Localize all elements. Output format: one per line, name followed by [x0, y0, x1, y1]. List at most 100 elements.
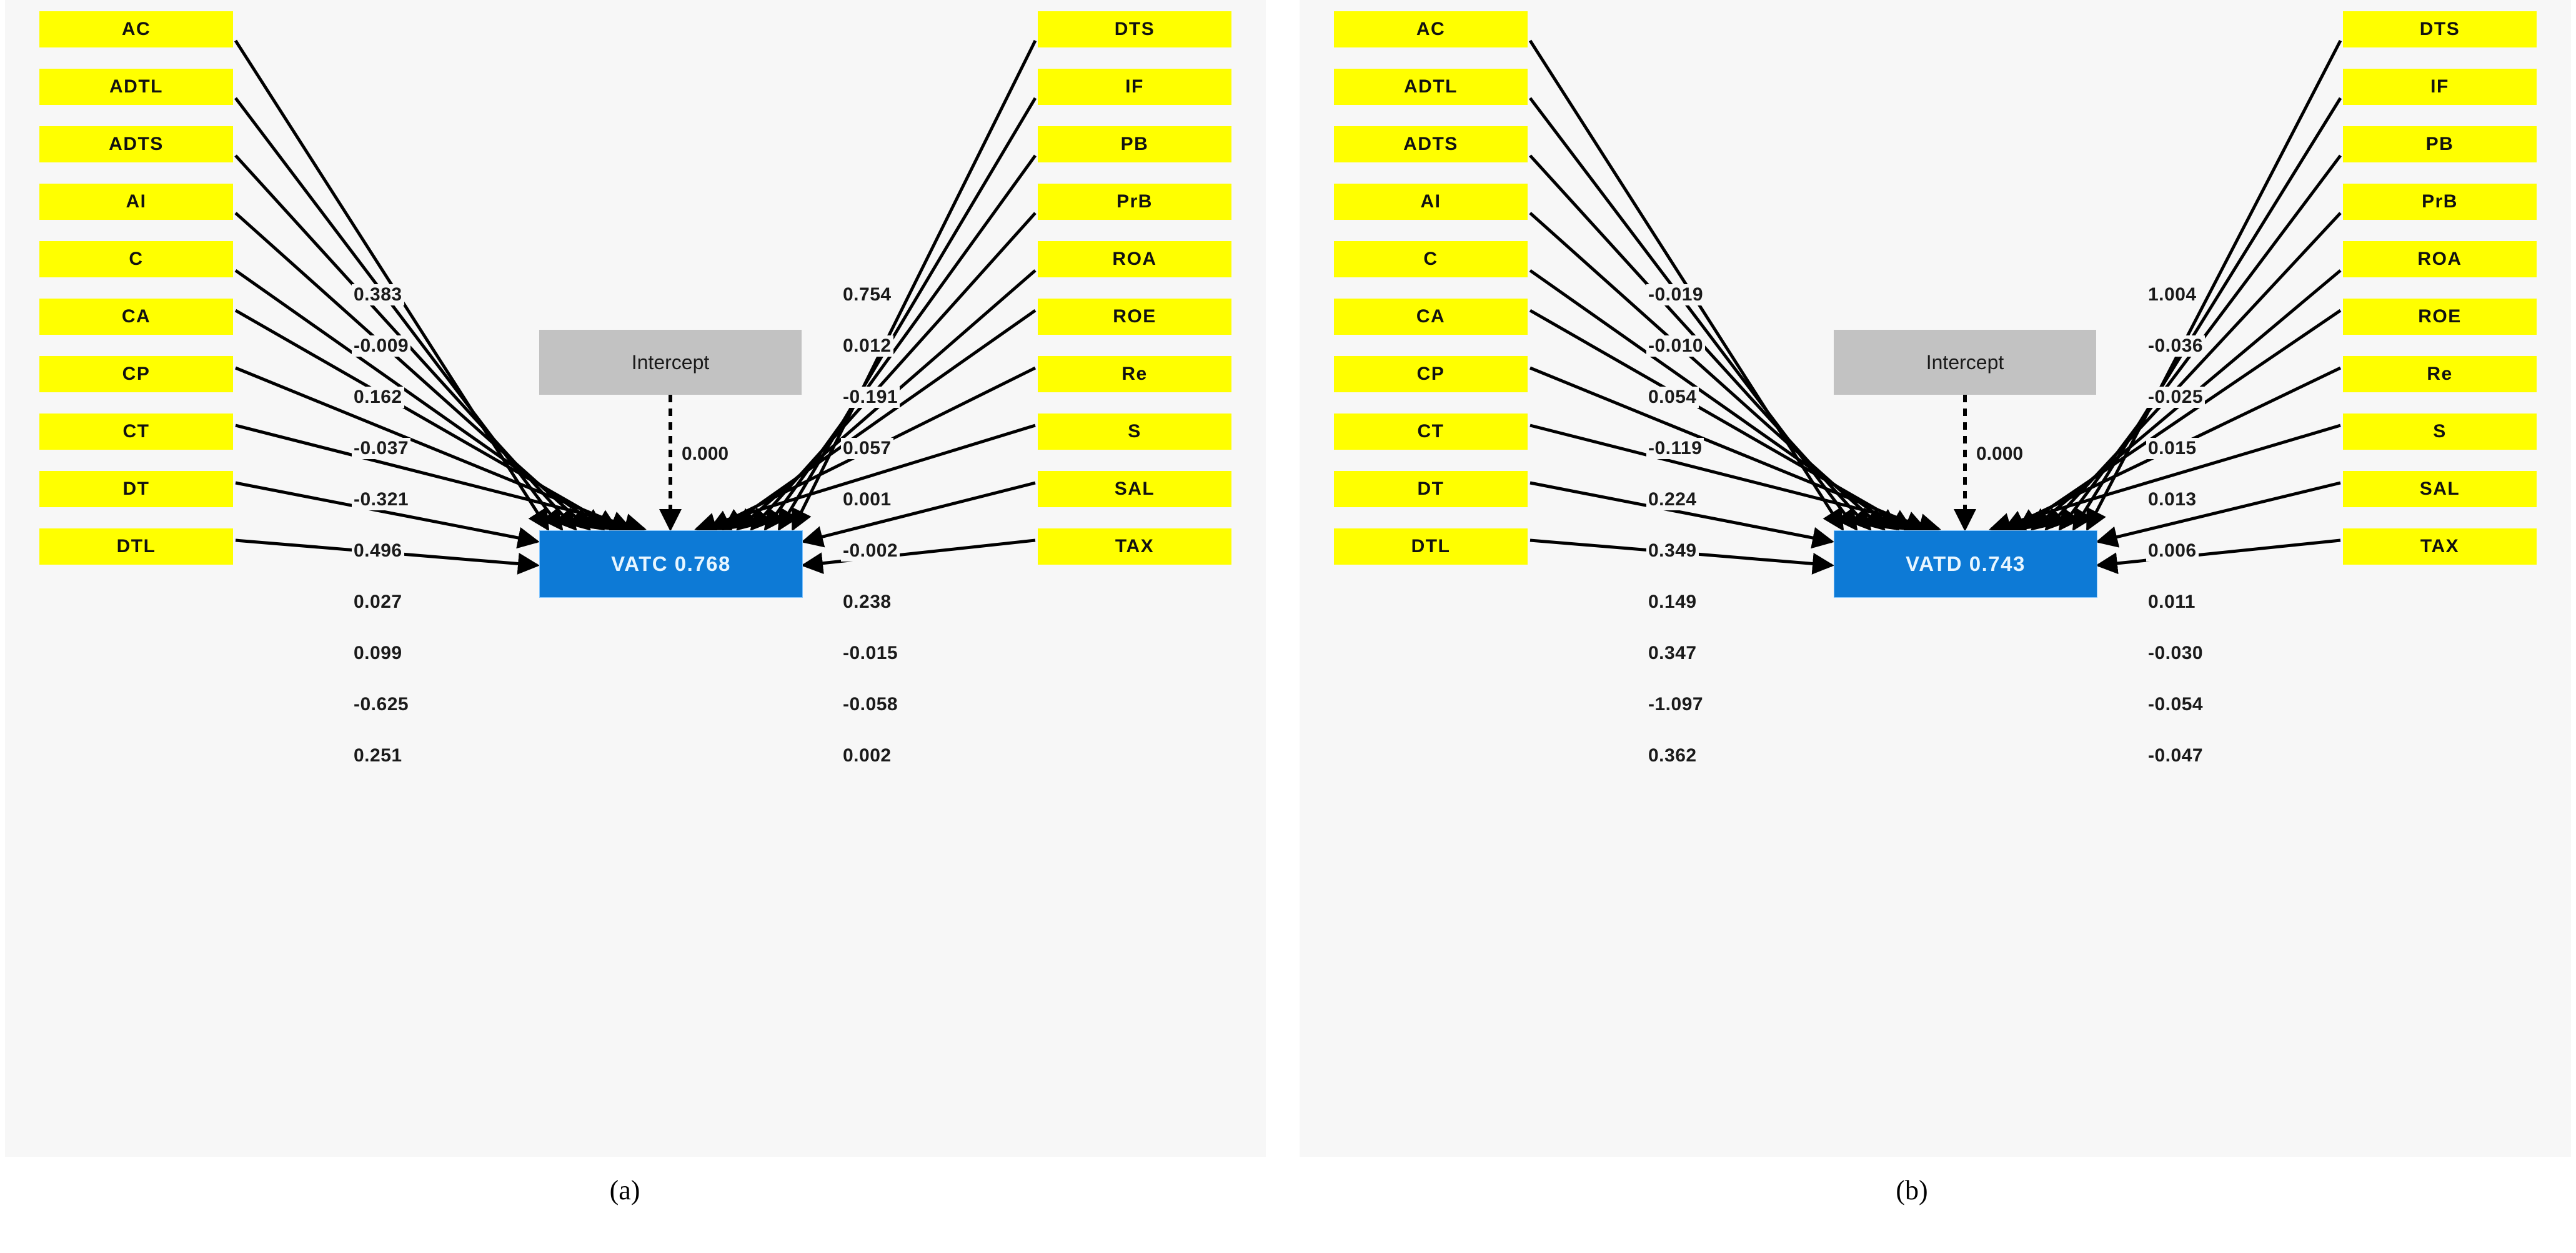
coefficient-a-dts: 0.754 — [841, 284, 893, 305]
coefficient-a-dt: -0.625 — [352, 694, 411, 715]
coefficient-b-s: -0.030 — [2146, 643, 2206, 664]
coefficient-a-re: 0.238 — [841, 592, 893, 613]
predictor-node-dt-left: DT — [1334, 471, 1528, 507]
predictor-node-label: TAX — [1115, 536, 1155, 557]
predictor-node-label: SAL — [1114, 478, 1155, 499]
coefficient-b-adts: 0.054 — [1646, 387, 1699, 408]
coefficient-a-dtl: 0.251 — [352, 745, 404, 766]
intercept-node-a: Intercept — [539, 330, 802, 395]
coefficient-a-roe: -0.002 — [841, 540, 900, 562]
predictor-node-re-right: Re — [2343, 356, 2537, 392]
predictor-node-re-right: Re — [1038, 356, 1231, 392]
predictor-node-ct-left: CT — [1334, 414, 1528, 450]
predictor-node-label: ADTL — [109, 76, 163, 97]
predictor-node-label: ROE — [2418, 306, 2462, 327]
predictor-node-ca-left: CA — [1334, 299, 1528, 335]
coefficient-a-ca: 0.496 — [352, 540, 404, 562]
predictor-node-ai-left: AI — [39, 184, 233, 220]
predictor-node-label: ADTL — [1404, 76, 1458, 97]
predictor-node-roe-right: ROE — [2343, 299, 2537, 335]
center-node-label: VATD 0.743 — [1906, 552, 2026, 575]
predictor-node-label: S — [2433, 421, 2447, 442]
predictor-node-label: ROA — [1112, 249, 1157, 269]
intercept-label: Intercept — [1926, 350, 2004, 374]
coefficient-b-ca: 0.349 — [1646, 540, 1699, 562]
coefficient-b-if: -0.036 — [2146, 335, 2206, 357]
predictor-node-label: CA — [121, 306, 151, 327]
predictor-node-c-left: C — [39, 241, 233, 277]
predictor-node-label: ADTS — [1403, 134, 1458, 154]
predictor-node-pb-right: PB — [1038, 126, 1231, 162]
predictor-node-label: IF — [2430, 76, 2449, 97]
predictor-node-label: TAX — [2420, 536, 2460, 557]
coefficient-b-cp: 0.149 — [1646, 592, 1699, 613]
predictor-node-label: CP — [1416, 364, 1445, 384]
coefficient-b-pb: -0.025 — [2146, 387, 2206, 408]
coefficient-b-prb: 0.015 — [2146, 438, 2199, 459]
predictor-node-pb-right: PB — [2343, 126, 2537, 162]
predictor-node-label: DT — [1417, 478, 1445, 499]
predictor-node-dtl-left: DTL — [39, 528, 233, 565]
coefficient-b-dtl: 0.362 — [1646, 745, 1699, 766]
predictor-node-sal-right: SAL — [1038, 471, 1231, 507]
coefficient-a-cp: 0.027 — [352, 592, 404, 613]
predictor-node-label: CT — [1417, 421, 1445, 442]
coefficient-b-roe: 0.006 — [2146, 540, 2199, 562]
predictor-node-adtl-left: ADTL — [1334, 69, 1528, 105]
predictor-node-label: ROE — [1113, 306, 1156, 327]
coefficient-a-ac: 0.383 — [352, 284, 404, 305]
intercept-coefficient-b: 0.000 — [1974, 443, 2026, 465]
predictor-node-label: PrB — [2422, 191, 2458, 212]
predictor-node-label: ROA — [2417, 249, 2462, 269]
coefficient-a-s: -0.015 — [841, 643, 900, 664]
predictor-node-label: S — [1128, 421, 1141, 442]
predictor-node-s-right: S — [1038, 414, 1231, 450]
coefficient-a-prb: 0.057 — [841, 438, 893, 459]
predictor-node-tax-right: TAX — [2343, 528, 2537, 565]
predictor-node-adtl-left: ADTL — [39, 69, 233, 105]
predictor-node-roa-right: ROA — [2343, 241, 2537, 277]
coefficient-a-adts: 0.162 — [352, 387, 404, 408]
coefficient-a-if: 0.012 — [841, 335, 893, 357]
coefficient-a-ct: 0.099 — [352, 643, 404, 664]
predictor-node-label: C — [129, 249, 144, 269]
predictor-node-label: CT — [122, 421, 150, 442]
predictor-node-roe-right: ROE — [1038, 299, 1231, 335]
predictor-node-dts-right: DTS — [1038, 11, 1231, 47]
predictor-node-label: ADTS — [109, 134, 164, 154]
predictor-node-sal-right: SAL — [2343, 471, 2537, 507]
predictor-node-ac-left: AC — [1334, 11, 1528, 47]
predictor-node-s-right: S — [2343, 414, 2537, 450]
center-node-label: VATC 0.768 — [611, 552, 731, 575]
coefficient-b-ai: -0.119 — [1646, 438, 1704, 459]
caption-a: (a) — [609, 1175, 640, 1206]
predictor-node-label: AC — [121, 19, 151, 39]
coefficient-a-pb: -0.191 — [841, 387, 900, 408]
predictor-node-label: DTS — [2419, 19, 2460, 39]
predictor-node-if-right: IF — [2343, 69, 2537, 105]
coefficient-b-re: 0.011 — [2146, 592, 2197, 613]
center-node-vatc: VATC 0.768 — [539, 530, 803, 598]
predictor-node-ct-left: CT — [39, 414, 233, 450]
coefficient-a-adtl: -0.009 — [352, 335, 411, 357]
predictor-node-label: Re — [2427, 364, 2453, 384]
coefficient-b-ac: -0.019 — [1646, 284, 1706, 305]
predictor-node-roa-right: ROA — [1038, 241, 1231, 277]
predictor-node-adts-left: ADTS — [1334, 126, 1528, 162]
coefficient-b-adtl: -0.010 — [1646, 335, 1706, 357]
coefficient-a-tax: 0.002 — [841, 745, 893, 766]
predictor-node-dts-right: DTS — [2343, 11, 2537, 47]
coefficient-b-ct: 0.347 — [1646, 643, 1699, 664]
predictor-node-label: Re — [1121, 364, 1148, 384]
predictor-node-adts-left: ADTS — [39, 126, 233, 162]
predictor-node-cp-left: CP — [1334, 356, 1528, 392]
center-node-vatd: VATD 0.743 — [1834, 530, 2097, 598]
coefficient-a-c: -0.321 — [352, 489, 411, 510]
predictor-node-label: SAL — [2419, 478, 2460, 499]
predictor-node-label: PB — [2425, 134, 2454, 154]
predictor-node-label: AC — [1416, 19, 1446, 39]
predictor-node-label: AI — [126, 191, 147, 212]
predictor-node-tax-right: TAX — [1038, 528, 1231, 565]
predictor-node-label: DTS — [1114, 19, 1155, 39]
